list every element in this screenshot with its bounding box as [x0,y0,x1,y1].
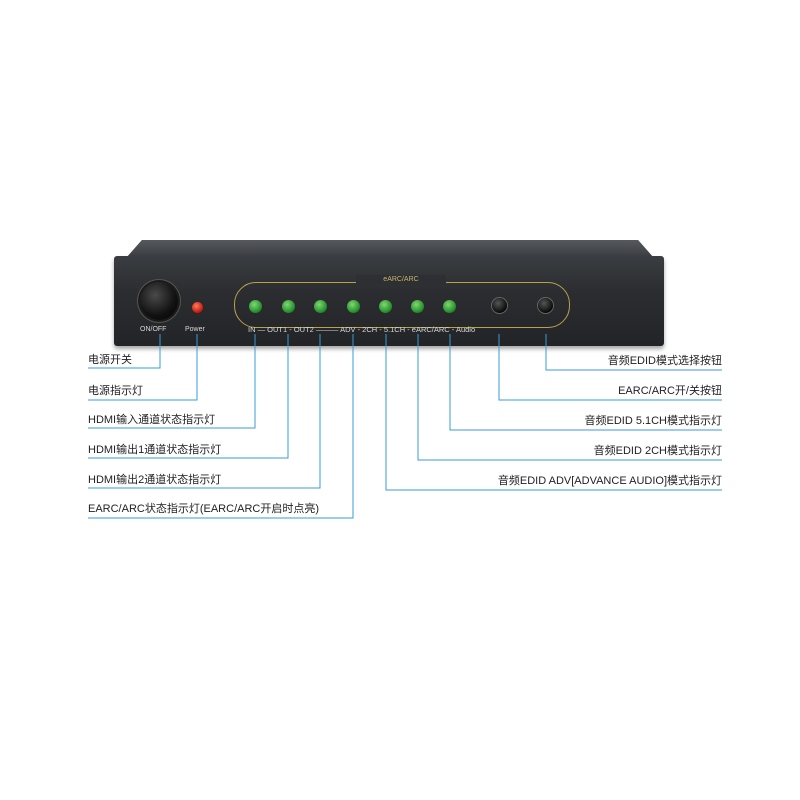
callout-audio-edid-button: 音频EDID模式选择按钮 [607,355,722,367]
callout-adv: 音频EDID ADV[ADVANCE AUDIO]模式指示灯 [497,475,722,487]
led-adv [379,300,392,313]
callout-power-switch: 电源开关 [88,354,132,366]
callout-hdmi-out1: HDMI输出1通道状态指示灯 [88,444,222,456]
callout-power-led: 电源指示灯 [88,385,143,397]
led-2ch [411,300,424,313]
power-label: Power [185,326,205,333]
callout-hdmi-in: HDMI输入通道状态指示灯 [88,414,216,426]
device-top-cover [126,240,654,258]
led-51ch [443,300,456,313]
power-led-icon [192,302,203,313]
earc-toggle-button [492,298,507,313]
on-off-label: ON/OFF [140,326,167,333]
power-button [140,282,178,320]
line-hdmi-out2 [88,334,321,489]
line-earc-status [88,334,354,519]
led-out2 [314,300,327,313]
line-hdmi-out1 [88,334,289,459]
line-adv [385,334,722,491]
line-earc-button [498,334,722,401]
line-51ch [449,334,722,431]
led-out1 [282,300,295,313]
line-power-switch [88,334,161,369]
led-labels: IN — OUT1 - OUT2 ——— ADV - 2CH - 5.1CH -… [248,325,476,334]
led-earc-status [347,300,360,313]
line-2ch [417,334,722,461]
line-audio-edid-button [545,334,722,371]
callout-earc-status: EARC/ARC状态指示灯(EARC/ARC开启时点亮) [88,503,320,515]
line-power-led [88,334,198,401]
panel-title: eARC/ARC [356,275,446,285]
led-in [249,300,262,313]
callout-hdmi-out2: HDMI输出2通道状态指示灯 [88,474,222,486]
callout-2ch: 音频EDID 2CH模式指示灯 [593,445,722,457]
audio-edid-button [538,298,553,313]
callout-earc-button: EARC/ARC开/关按钮 [618,385,722,397]
line-hdmi-in [88,334,256,429]
callout-51ch: 音频EDID 5.1CH模式指示灯 [584,415,722,427]
